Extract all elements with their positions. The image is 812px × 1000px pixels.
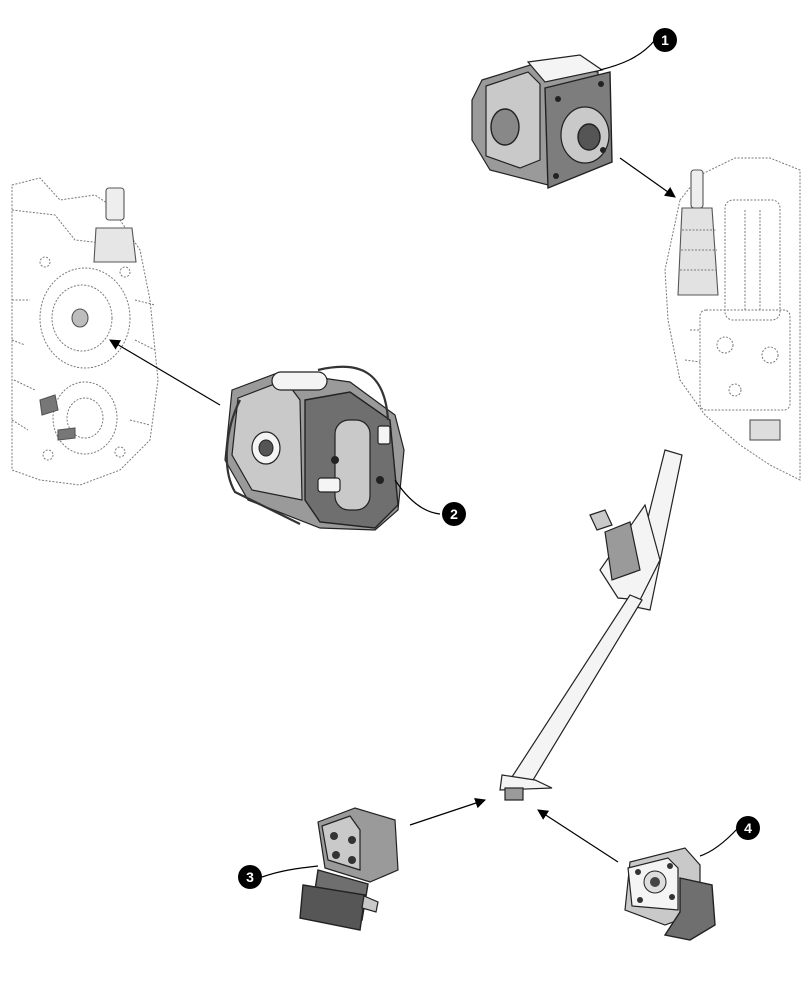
piston-pump bbox=[224, 365, 405, 531]
callout-3: 3 bbox=[238, 865, 262, 889]
arrow-pump-1-to-housing bbox=[619, 157, 676, 198]
arrow-unit-3-to-column bbox=[409, 797, 487, 826]
callout-4-label: 4 bbox=[744, 820, 752, 836]
callout-4-badge bbox=[736, 816, 760, 840]
arrow-pump-2-to-housing bbox=[109, 339, 221, 406]
steering-unit-left bbox=[299, 807, 399, 931]
callout-2-badge bbox=[442, 502, 466, 526]
gear-pump bbox=[471, 54, 613, 190]
arrow-unit-4-to-column bbox=[537, 809, 619, 863]
left-housing-outline bbox=[11, 177, 159, 486]
callout-2-label: 2 bbox=[450, 506, 458, 522]
steering-column bbox=[499, 449, 683, 801]
callout-leaders bbox=[261, 39, 739, 878]
callout-2: 2 bbox=[442, 502, 466, 526]
callout-1: 1 bbox=[653, 28, 677, 52]
assembly-arrows bbox=[109, 157, 676, 863]
callout-3-label: 3 bbox=[246, 869, 254, 885]
callout-4: 4 bbox=[736, 816, 760, 840]
steering-unit-right bbox=[624, 847, 716, 941]
callout-3-badge bbox=[238, 865, 262, 889]
callout-1-badge bbox=[653, 28, 677, 52]
right-housing-outline bbox=[664, 157, 801, 481]
callout-1-label: 1 bbox=[661, 32, 669, 48]
